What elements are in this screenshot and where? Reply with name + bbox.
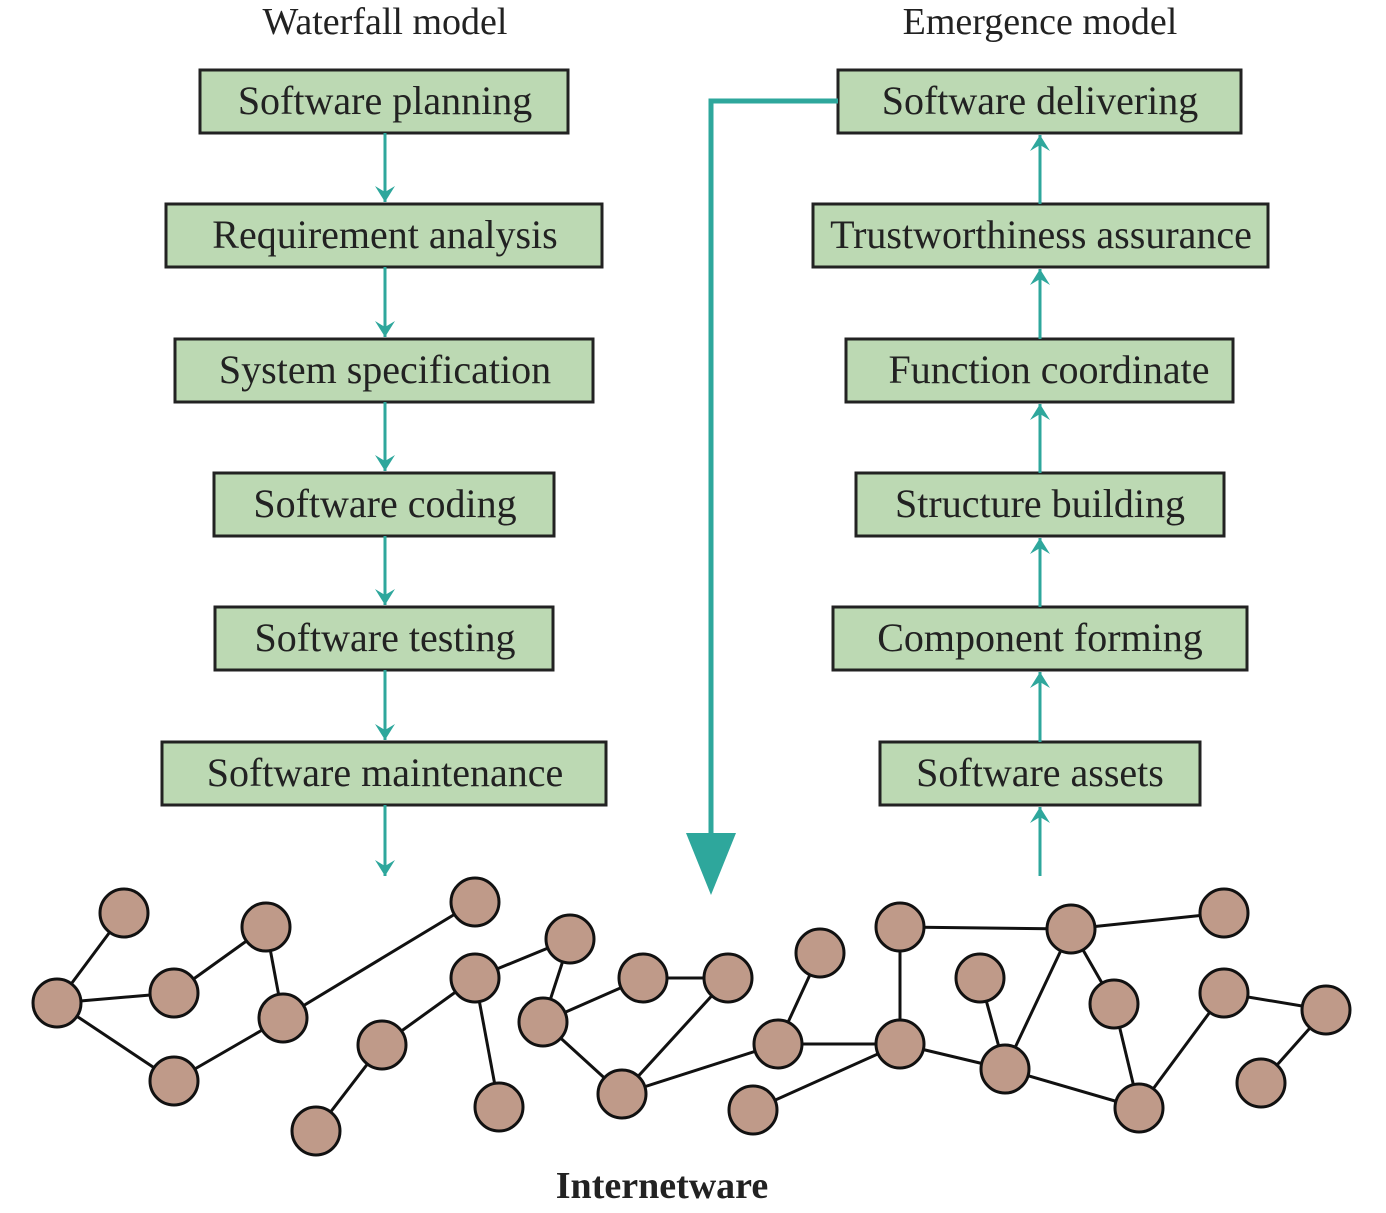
network-node: [449, 952, 501, 1004]
network-edge: [282, 900, 476, 1020]
network-node: [240, 901, 292, 953]
network-node: [544, 913, 596, 965]
network-edge: [899, 925, 1072, 931]
network-node: [979, 1043, 1031, 1095]
network-node: [1198, 967, 1250, 1019]
network-node: [473, 1081, 525, 1133]
network-node: [517, 996, 569, 1048]
network-edge: [1070, 911, 1225, 931]
emergence-step-component: Component forming: [831, 605, 1249, 672]
network-node: [98, 887, 150, 939]
network-node: [727, 1084, 779, 1136]
waterfall-step-label: Software coding: [253, 481, 516, 526]
network-node: [617, 952, 669, 1004]
emergence-step-label: Function coordinate: [888, 347, 1209, 392]
network-node: [290, 1105, 342, 1157]
network-node: [148, 967, 200, 1019]
network-node: [257, 992, 309, 1044]
network-edge: [621, 1042, 779, 1096]
network-edge: [620, 976, 730, 1096]
emergence-step-delivering: Software delivering: [836, 68, 1243, 135]
waterfall-step-planning: Software planning: [198, 68, 570, 135]
waterfall-step-maintenance: Software maintenance: [160, 740, 608, 807]
waterfall-step-requirement: Requirement analysis: [164, 202, 604, 269]
waterfall-step-specification: System specification: [173, 337, 595, 404]
network-node: [874, 1018, 926, 1070]
emergence-step-label: Component forming: [877, 615, 1203, 660]
network-node: [1113, 1082, 1165, 1134]
network-node: [1088, 978, 1140, 1030]
waterfall-step-label: System specification: [219, 347, 551, 392]
network-node: [596, 1068, 648, 1120]
waterfall-step-label: Software testing: [254, 615, 515, 660]
waterfall-step-label: Requirement analysis: [212, 212, 557, 257]
emergence-step-label: Trustworthiness assurance: [830, 212, 1252, 257]
network-node: [954, 952, 1006, 1004]
network-edge: [1003, 928, 1073, 1070]
waterfall-step-label: Software maintenance: [207, 750, 564, 795]
waterfall-title: Waterfall model: [263, 1, 508, 43]
network-node: [31, 977, 83, 1029]
network-edge: [752, 1042, 901, 1112]
network-node: [702, 952, 754, 1004]
network-nodes: [31, 876, 1352, 1157]
network-node: [148, 1055, 200, 1107]
network-node: [1235, 1057, 1287, 1109]
network-node: [794, 927, 846, 979]
emergence-step-trustworthiness: Trustworthiness assurance: [811, 202, 1270, 269]
network-node: [752, 1018, 804, 1070]
internetware-label: Internetware: [556, 1165, 768, 1207]
network-node: [449, 876, 501, 928]
network-node: [874, 901, 926, 953]
emergence-step-label: Software delivering: [882, 78, 1199, 123]
emergence-step-label: Software assets: [916, 750, 1164, 795]
waterfall-step-coding: Software coding: [212, 471, 556, 538]
delivery-feedback-arrow: [708, 98, 838, 840]
network-node: [1198, 887, 1250, 939]
waterfall-step-testing: Software testing: [213, 605, 555, 672]
emergence-step-function: Function coordinate: [844, 337, 1235, 404]
waterfall-step-label: Software planning: [238, 78, 532, 123]
network-node: [356, 1019, 408, 1071]
emergence-step-label: Structure building: [895, 481, 1185, 526]
emergence-step-structure: Structure building: [854, 471, 1226, 538]
network-node: [1045, 903, 1097, 955]
emergence-step-assets: Software assets: [878, 740, 1202, 807]
delivery-feedback-arrowhead: [686, 833, 736, 895]
emergence-title: Emergence model: [903, 1, 1178, 43]
network-node: [1300, 984, 1352, 1036]
